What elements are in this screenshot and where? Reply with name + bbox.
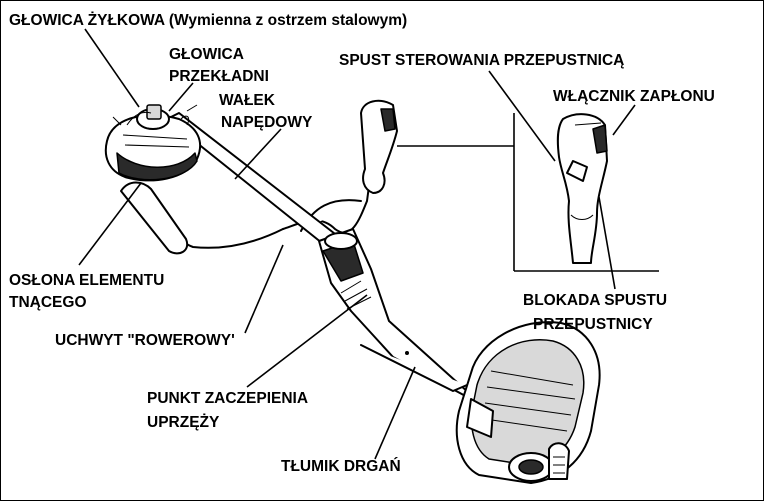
label-drive-shaft-2: NAPĘDOWY [221,114,313,131]
label-throttle-trigger: SPUST STEROWANIA PRZEPUSTNICĄ [339,52,624,69]
grip-inset [558,114,607,263]
trimmer-head [106,105,200,180]
label-drive-shaft-1: WAŁEK [219,92,276,109]
label-harness-2: UPRZĘŻY [147,414,220,431]
label-trigger-lock-2: PRZEPUSTNICY [533,316,653,333]
label-damper: TŁUMIK DRGAŃ [281,458,401,475]
label-gear-head-1: GŁOWICA [169,46,244,63]
main-tube [319,229,485,399]
label-trigger-lock-1: BLOKADA SPUSTU [523,292,667,309]
label-harness-1: PUNKT ZACZEPIENIA [147,390,308,407]
label-guard-2: TNĄCEGO [9,294,87,311]
label-gear-head-2: PRZEKŁADNI [169,68,269,85]
inset-frame [397,113,659,271]
label-handle: UCHWYT "ROWEROWY' [55,332,235,349]
label-guard-1: OSŁONA ELEMENTU [9,272,164,289]
labels: GŁOWICA ŻYŁKOWA (Wymienna z ostrzem stal… [9,12,715,475]
engine [457,322,600,483]
label-line-head: GŁOWICA ŻYŁKOWA (Wymienna z ostrzem stal… [9,12,407,29]
label-ignition-switch: WŁĄCZNIK ZAPŁONU [553,88,715,105]
